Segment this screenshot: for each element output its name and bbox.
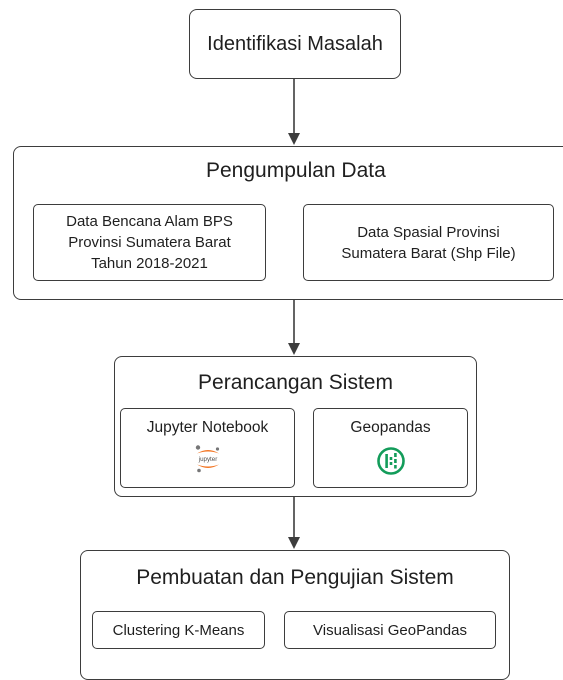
jupyter-notebook-label: Jupyter Notebook — [146, 419, 269, 436]
data-spasial-box: Data Spasial Provinsi Sumatera Barat (Sh… — [303, 204, 554, 281]
connector-arrows — [288, 79, 300, 549]
identifikasi-masalah-box: Identifikasi Masalah — [189, 9, 401, 79]
clustering-kmeans-box: Clustering K-Means — [92, 611, 265, 649]
jupyter-logo-icon: jupyter — [195, 445, 219, 473]
pengumpulan-data-title: Pengumpulan Data — [206, 159, 386, 182]
data-spasial-line-1: Data Spasial Provinsi — [357, 223, 500, 241]
geopandas-logo-icon — [376, 447, 405, 475]
clustering-kmeans-label: Clustering K-Means — [112, 621, 245, 639]
visualisasi-geopandas-label: Visualisasi GeoPandas — [313, 621, 467, 639]
identifikasi-masalah-title: Identifikasi Masalah — [207, 33, 383, 55]
jupyter-notebook-box: Jupyter Notebook jupyter — [120, 408, 295, 488]
data-bencana-line-2: Provinsi Sumatera Barat — [68, 234, 231, 251]
pembuatan-pengujian-title: Pembuatan dan Pengujian Sistem — [136, 566, 454, 589]
flowchart: { "steps": { "identifikasi": { "title": … — [13, 9, 563, 680]
geopandas-label: Geopandas — [350, 419, 431, 436]
data-bencana-line-3: Tahun 2018-2021 — [91, 255, 208, 272]
geopandas-box: Geopandas — [313, 408, 468, 488]
jupyter-logo-text: jupyter — [197, 456, 217, 463]
data-bencana-alam-box: Data Bencana Alam BPS Provinsi Sumatera … — [33, 204, 266, 281]
data-spasial-line-2: Sumatera Barat (Shp File) — [341, 244, 516, 262]
visualisasi-geopandas-box: Visualisasi GeoPandas — [284, 611, 496, 649]
data-bencana-line-1: Data Bencana Alam BPS — [66, 213, 233, 230]
perancangan-sistem-title: Perancangan Sistem — [198, 371, 393, 394]
